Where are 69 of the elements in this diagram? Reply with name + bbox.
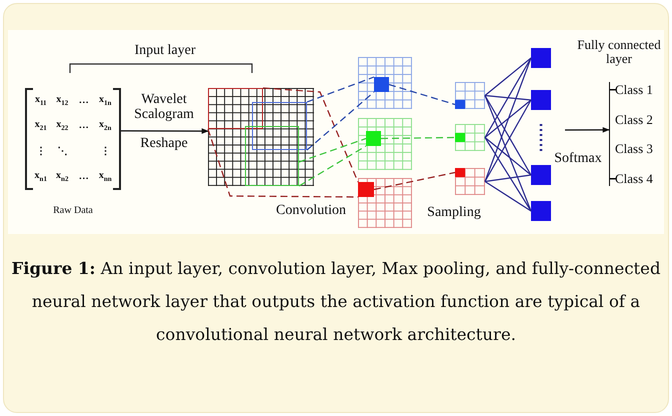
filter-window <box>252 102 307 150</box>
layer-label: Fully connected layer <box>576 38 662 67</box>
matrix-entry: x$_{22}$ <box>55 120 70 132</box>
matrix-entry: x$_{2n}$ <box>98 120 112 132</box>
matrix-entry: ⋮ <box>34 146 47 157</box>
connector-line <box>484 137 532 176</box>
feature-cell <box>366 131 381 146</box>
connector-line <box>484 181 532 212</box>
pooled-cell <box>455 168 465 177</box>
matrix-entry: … <box>78 172 90 182</box>
filter-window <box>245 126 299 186</box>
neuron-square <box>531 201 551 221</box>
step-label: Reshape <box>139 136 189 152</box>
pooled-cell <box>455 100 465 109</box>
pooled-map <box>455 82 485 109</box>
dashed-connector <box>298 145 366 187</box>
layer-label: Convolution <box>274 203 347 218</box>
dashed-connector <box>262 87 359 182</box>
dashed-connector <box>298 138 366 163</box>
matrix-entry: ⋱ <box>56 146 68 157</box>
matrix-entry: x$_{n1}$ <box>34 171 48 184</box>
matrix-entry: x$_{n2}$ <box>55 171 70 184</box>
edge-label: Softmax <box>553 151 603 166</box>
connector-line <box>484 58 532 96</box>
connector-line <box>484 58 532 182</box>
arrow <box>121 128 209 134</box>
connector-line <box>484 58 532 138</box>
connector-line <box>484 95 532 212</box>
dashed-connector <box>381 136 455 140</box>
node-caption: Raw Data <box>52 205 94 216</box>
connector-line <box>484 137 532 212</box>
layer-label: Sampling <box>426 205 482 220</box>
dashed-connector <box>207 128 358 198</box>
figure-caption: Figure 1: An input layer, convolution layer, Max pooling, and fully-connected neural network layer that outputs the activation function are typical of a convolutional neural network architecture. <box>10 258 662 346</box>
input-grid <box>208 88 314 186</box>
pooled-cell <box>455 133 465 142</box>
pooled-map <box>455 124 485 151</box>
matrix-entry: x$_{12}$ <box>55 94 70 107</box>
neuron-square <box>531 90 551 110</box>
matrix-entry: … <box>78 121 90 132</box>
neuron-square <box>531 48 551 68</box>
class-label: Class 3 <box>615 141 654 156</box>
feature-map <box>358 118 412 170</box>
matrix-entry: … <box>78 96 90 106</box>
connector-line <box>484 174 532 182</box>
arrow <box>565 127 610 133</box>
feature-map <box>358 178 412 228</box>
matrix-entry: x$_{1n}$ <box>98 94 112 107</box>
class-label: Class 4 <box>615 170 654 186</box>
matrix-entry: x$_{21}$ <box>34 120 48 132</box>
edge-label: Wavelet Scalogram <box>133 92 195 123</box>
matrix-entry: ⋮ <box>99 146 112 157</box>
dashed-connector <box>374 172 456 190</box>
connector-line <box>484 100 532 138</box>
feature-cell <box>374 77 389 92</box>
dashed-connector <box>306 76 374 103</box>
class-label: Class 2 <box>615 112 654 127</box>
feature-cell <box>358 182 374 197</box>
matrix-entry: x$_{11}$ <box>34 94 48 107</box>
filter-window <box>208 88 263 129</box>
class-label: Class 1 <box>615 82 654 97</box>
neuron-square <box>531 165 551 185</box>
matrix-entry: x$_{nn}$ <box>98 171 113 184</box>
feature-map <box>358 57 412 109</box>
connector-line <box>484 94 532 101</box>
dashed-connector <box>388 84 456 106</box>
layer-label: Input layer <box>133 43 197 58</box>
dashed-connector <box>306 92 374 150</box>
pooled-map <box>455 168 485 195</box>
